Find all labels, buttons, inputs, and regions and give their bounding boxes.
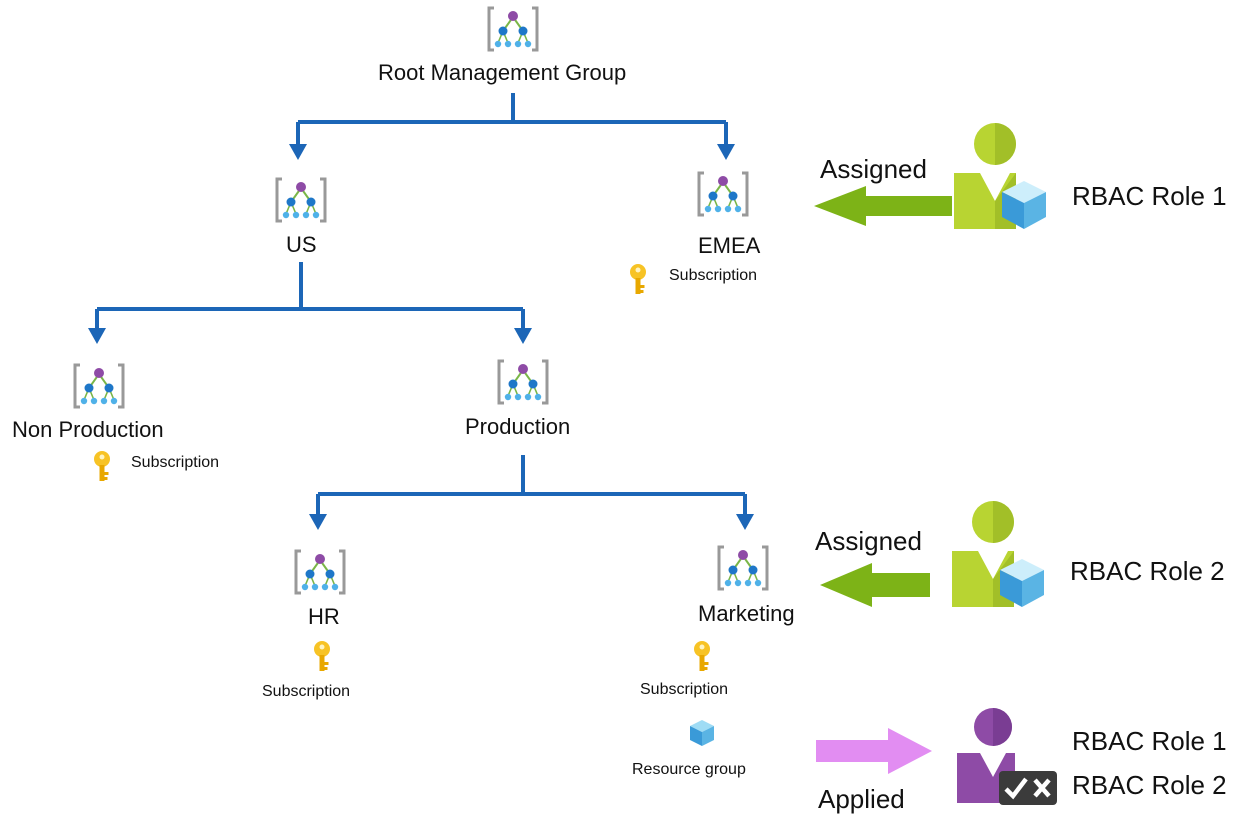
management-group-icon-hr xyxy=(294,549,346,595)
subscription-nonprod-label: Subscription xyxy=(131,454,220,471)
management-group-icon-us xyxy=(275,177,327,223)
node-hr-label: HR xyxy=(308,604,340,629)
node-root-label: Root Management Group xyxy=(378,60,627,85)
management-group-icon-nonprod xyxy=(73,363,125,409)
node-emea-label: EMEA xyxy=(698,233,761,258)
node-marketing-label: Marketing xyxy=(698,601,795,626)
management-group-icon-root xyxy=(487,6,539,52)
rbac-role-2-label: RBAC Role 2 xyxy=(1070,556,1225,586)
resource-group-label: Resource group xyxy=(632,761,746,778)
management-group-icon-prod xyxy=(497,359,549,405)
cube-icon-resource-group xyxy=(690,720,714,746)
management-group-icon-marketing xyxy=(717,545,769,591)
arrowhead-us xyxy=(289,144,307,160)
applied-rbac-role-1-label: RBAC Role 1 xyxy=(1072,726,1227,756)
assigned-arrow-2 xyxy=(820,563,930,607)
applied-rbac-role-2-label: RBAC Role 2 xyxy=(1072,770,1227,800)
key-icon-marketing xyxy=(694,641,710,671)
management-group-icon-emea xyxy=(697,171,749,217)
arrowhead-nonprod xyxy=(88,328,106,344)
key-icon-nonprod xyxy=(94,451,110,481)
arrowhead-hr xyxy=(309,514,327,530)
subscription-hr-label: Subscription xyxy=(262,683,351,700)
assigned-label-1: Assigned xyxy=(820,154,927,184)
tree-connectors xyxy=(95,93,747,518)
user-applied-roles-icon xyxy=(957,708,1057,805)
user-role-icon-2 xyxy=(952,501,1044,607)
arrowhead-marketing xyxy=(736,514,754,530)
assigned-arrow-1 xyxy=(814,186,952,226)
subscription-emea-label: Subscription xyxy=(669,267,758,284)
arrowhead-emea xyxy=(717,144,735,160)
subscription-marketing-label: Subscription xyxy=(640,681,729,698)
node-nonprod-label: Non Production xyxy=(12,417,164,442)
node-prod-label: Production xyxy=(465,414,571,439)
arrowhead-prod xyxy=(514,328,532,344)
key-icon-hr xyxy=(314,641,330,671)
key-icon-emea xyxy=(630,264,646,294)
applied-label: Applied xyxy=(818,784,905,814)
rbac-role-1-label: RBAC Role 1 xyxy=(1072,181,1227,211)
applied-arrow xyxy=(816,728,932,774)
node-us-label: US xyxy=(286,232,317,257)
assigned-label-2: Assigned xyxy=(815,526,922,556)
user-role-icon-1 xyxy=(954,123,1046,229)
tree-arrowheads xyxy=(88,144,754,530)
